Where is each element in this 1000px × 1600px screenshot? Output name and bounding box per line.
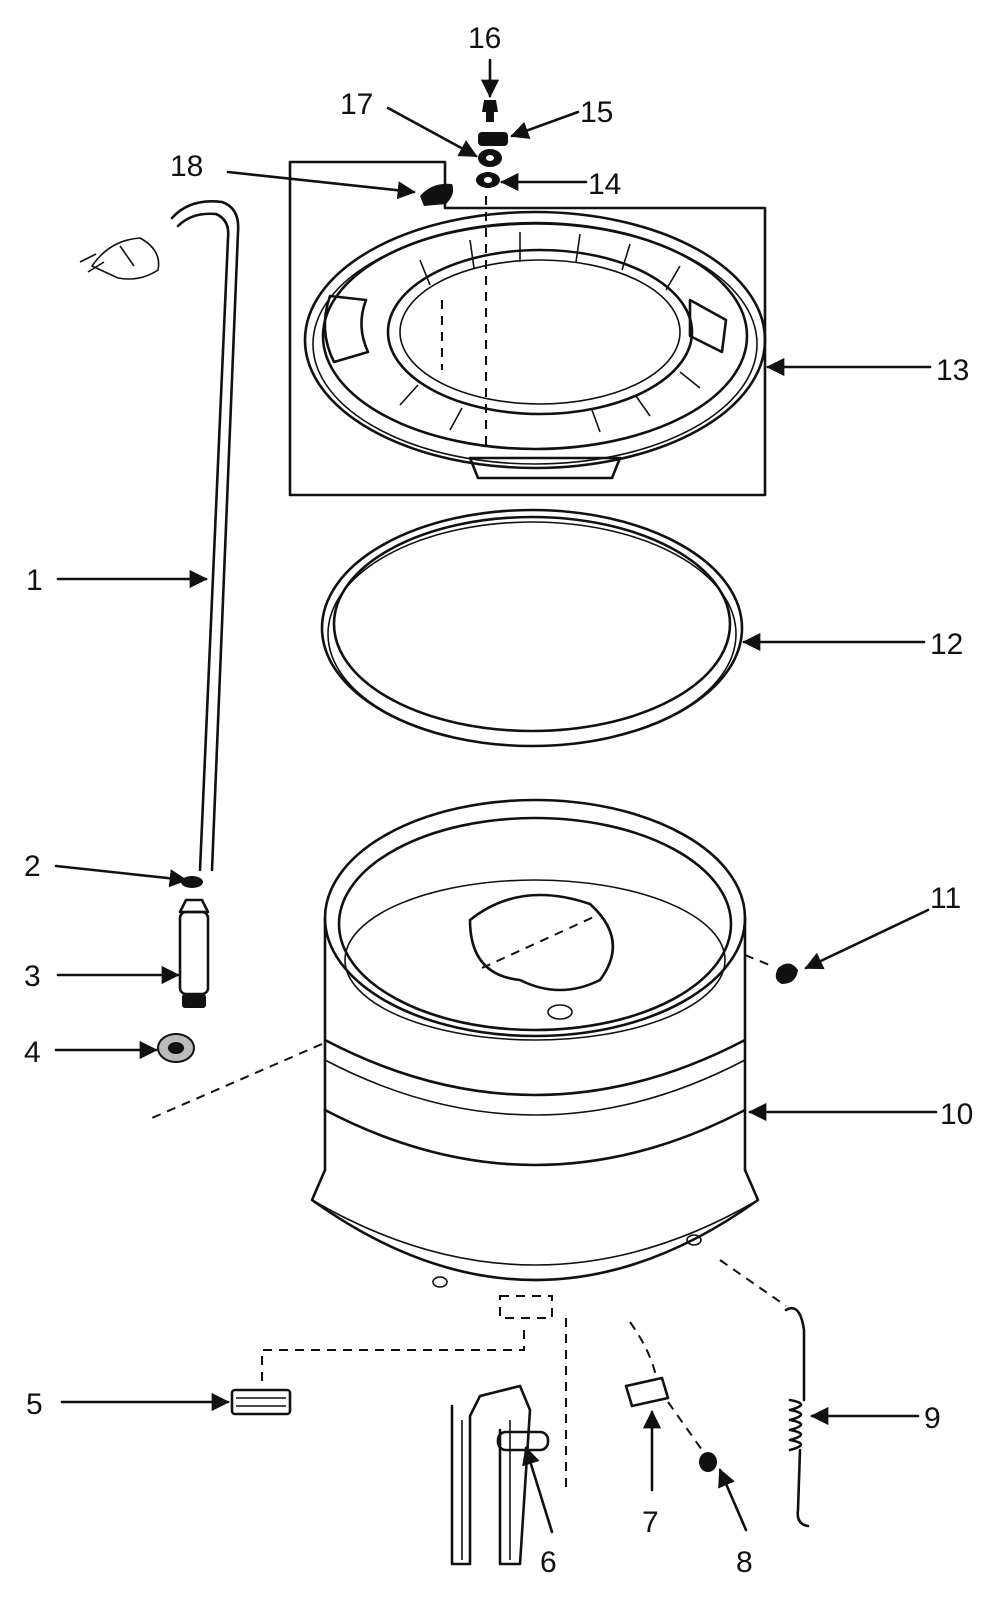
callout-13: 13 [936, 354, 969, 387]
callout-16: 16 [468, 22, 501, 55]
part-1-hose [79, 200, 240, 872]
callout-2: 2 [24, 850, 41, 883]
callout-12: 12 [930, 628, 963, 661]
part-15-clip [478, 132, 508, 146]
callout-5: 5 [26, 1388, 43, 1421]
callout-11: 11 [930, 882, 961, 915]
part-6-bracket [450, 1384, 550, 1566]
part-5-pad [230, 1318, 567, 1488]
part-17-washer [478, 149, 502, 167]
part-3-pressure-dome [178, 898, 210, 1008]
part-4-grommet [151, 1033, 323, 1119]
part-18-bumper [420, 183, 454, 206]
callout-9: 9 [924, 1402, 941, 1435]
callout-15: 15 [580, 96, 613, 129]
part-10-outer-tub [310, 798, 760, 1319]
part-9-spring [719, 1259, 810, 1528]
leader-lines [54, 58, 938, 1534]
part-16-screw [482, 100, 498, 122]
part-13-tub-cover [288, 160, 767, 497]
part-11-clip [744, 954, 798, 984]
part-8-screw [667, 1401, 717, 1472]
part-12-tub-ring [320, 508, 744, 748]
part-7-block [624, 1321, 670, 1408]
callout-17: 17 [340, 88, 373, 121]
part-2-clamp [181, 876, 203, 888]
callout-1: 1 [26, 564, 43, 597]
callout-8: 8 [736, 1546, 753, 1579]
callout-3: 3 [24, 960, 41, 993]
callout-10: 10 [940, 1098, 973, 1131]
part-14-grommet [476, 172, 500, 188]
callout-7: 7 [642, 1506, 659, 1539]
callout-18: 18 [170, 150, 203, 183]
callout-14: 14 [588, 168, 621, 201]
callout-6: 6 [540, 1546, 557, 1579]
callout-4: 4 [24, 1036, 41, 1069]
